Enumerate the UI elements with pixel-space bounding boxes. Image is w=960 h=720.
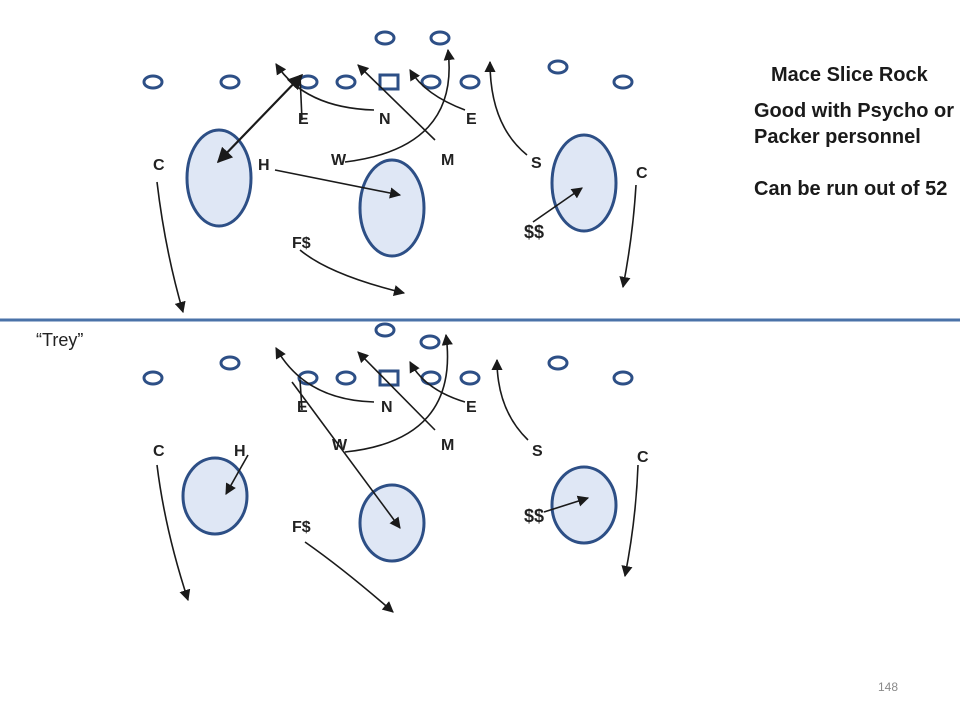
offense-player xyxy=(547,355,569,371)
zone-circle xyxy=(181,456,249,536)
note-personnel: Good with Psycho or Packer personnel xyxy=(754,100,955,148)
offense-player xyxy=(419,334,441,350)
offense-player xyxy=(420,74,442,90)
route-arrow xyxy=(275,63,375,111)
route-arrow xyxy=(619,184,637,289)
play-title: Mace Slice Rock xyxy=(771,64,928,86)
route-arrow xyxy=(225,454,249,495)
route-arrow xyxy=(621,464,639,578)
label-fs: F$ xyxy=(292,519,311,536)
route-arrow xyxy=(357,351,436,431)
label-c-right: C xyxy=(637,449,649,466)
route-arrow xyxy=(543,495,590,513)
route-arrow xyxy=(484,60,528,156)
bottom-offense xyxy=(142,322,634,387)
route-arrow xyxy=(275,347,375,403)
label-s: S xyxy=(531,155,542,172)
offense-player xyxy=(420,370,442,386)
route-arrow xyxy=(156,181,186,314)
label-h: H xyxy=(234,443,246,460)
zone-circle xyxy=(185,128,253,228)
top-zones xyxy=(185,128,618,258)
offense-player xyxy=(219,74,241,90)
offense-player xyxy=(142,370,164,386)
route-arrow xyxy=(274,169,402,199)
label-w: W xyxy=(331,152,347,169)
label-m: M xyxy=(441,152,454,169)
offense-player xyxy=(335,370,357,386)
notes-panel: Good with Psycho or Packer personnel Can… xyxy=(754,98,954,202)
label-fs: F$ xyxy=(292,235,311,252)
label-ss: $$ xyxy=(524,506,544,526)
zone-circle xyxy=(550,133,618,233)
label-h: H xyxy=(258,157,270,174)
label-c-left: C xyxy=(153,443,165,460)
zone-circle xyxy=(358,483,426,563)
label-e-right: E xyxy=(466,399,477,416)
label-n: N xyxy=(381,399,393,416)
zone-circle xyxy=(358,158,426,258)
route-arrow xyxy=(409,69,466,111)
page-number: 148 xyxy=(878,680,899,694)
note-alignment: Can be run out of 52 xyxy=(754,178,948,200)
label-s: S xyxy=(532,443,543,460)
offense-player xyxy=(142,74,164,90)
offense-player xyxy=(429,30,451,46)
zone-circle xyxy=(550,465,618,545)
bottom-routes xyxy=(156,333,639,613)
center-player xyxy=(378,73,400,91)
label-e-left: E xyxy=(298,111,309,128)
route-arrow xyxy=(304,541,394,613)
offense-player xyxy=(459,370,481,386)
route-arrow xyxy=(409,361,466,403)
route-arrow xyxy=(532,187,583,223)
label-n: N xyxy=(379,111,391,128)
label-w: W xyxy=(332,437,348,454)
offense-player xyxy=(612,74,634,90)
offense-player xyxy=(374,30,396,46)
offense-player xyxy=(335,74,357,90)
offense-player xyxy=(297,74,319,90)
route-arrow xyxy=(216,73,304,164)
route-arrow xyxy=(344,333,453,453)
top-play: E N E C H W M S C $$ F$ xyxy=(142,30,648,314)
route-arrow xyxy=(344,48,455,163)
label-ss: $$ xyxy=(524,222,544,242)
label-c-left: C xyxy=(153,157,165,174)
bottom-labels: E N E C H W M S C $$ F$ xyxy=(153,399,649,536)
label-c-right: C xyxy=(636,165,648,182)
route-arrow xyxy=(491,358,529,441)
route-arrow xyxy=(291,381,401,529)
route-arrow xyxy=(156,464,191,602)
formation-label: “Trey” xyxy=(36,330,84,350)
route-arrow xyxy=(299,249,406,297)
top-routes xyxy=(156,48,637,314)
label-m: M xyxy=(441,437,454,454)
offense-player xyxy=(547,59,569,75)
offense-player xyxy=(612,370,634,386)
label-e-left: E xyxy=(297,399,308,416)
top-offense xyxy=(142,30,634,91)
label-e-right: E xyxy=(466,111,477,128)
bottom-play: E N E C H W M S C $$ F$ xyxy=(142,322,649,613)
top-labels: E N E C H W M S C $$ F$ xyxy=(153,111,648,252)
route-arrow xyxy=(357,64,436,141)
offense-player xyxy=(459,74,481,90)
offense-player xyxy=(374,322,396,338)
offense-player xyxy=(219,355,241,371)
center-player xyxy=(378,369,400,387)
